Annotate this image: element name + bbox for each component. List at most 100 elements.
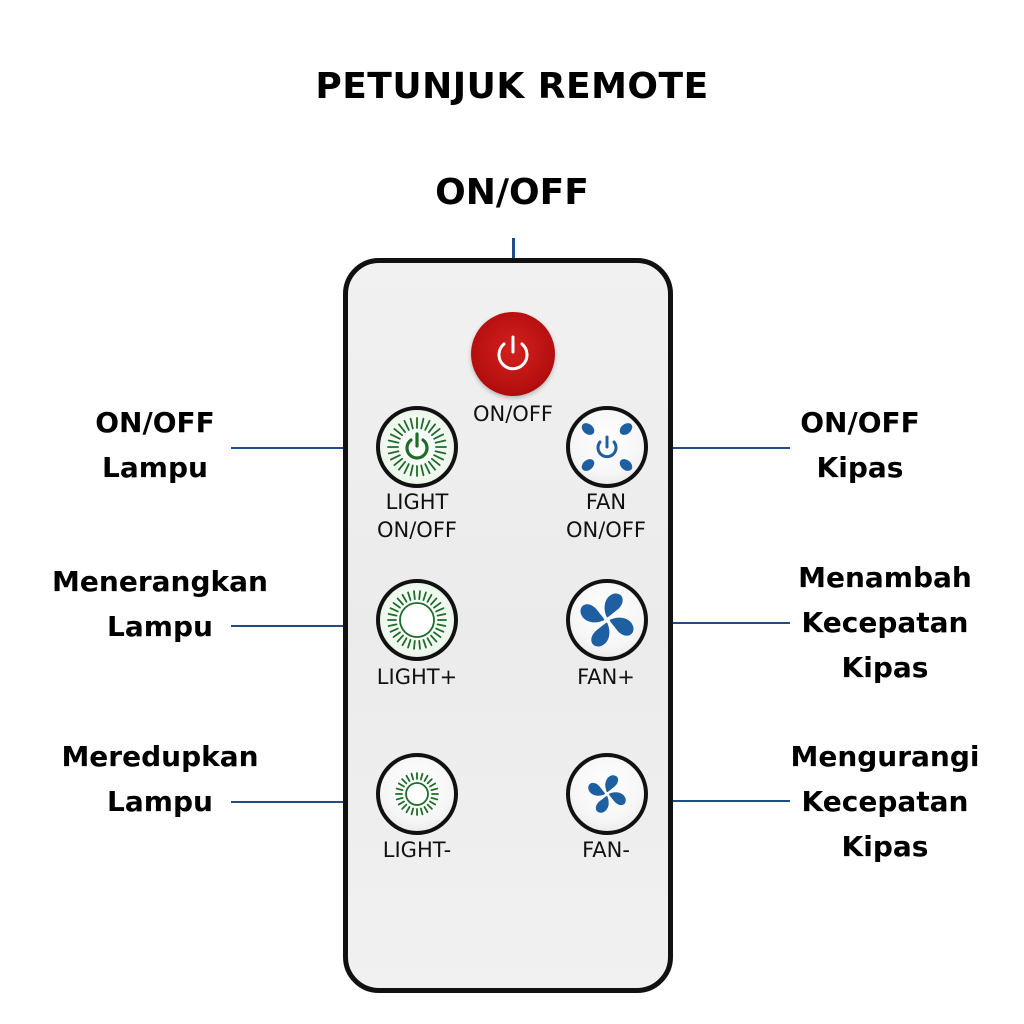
sun-ray — [405, 774, 411, 782]
sun-ray — [433, 602, 442, 609]
fan-blade — [609, 617, 634, 636]
sun-ray — [387, 439, 400, 444]
callout-line: ON/OFF — [800, 406, 920, 439]
light-onoff-leader-line — [231, 447, 361, 449]
sun-ray — [426, 803, 433, 810]
callout-line: Kipas — [841, 651, 929, 684]
sun-ray — [413, 639, 416, 650]
sun-ray — [418, 639, 421, 650]
callout-light-minus: Meredupkan Lampu — [40, 734, 280, 824]
sun-ray — [387, 613, 398, 617]
sun-small-icon — [395, 772, 439, 816]
callout-line: Kecepatan — [801, 606, 969, 639]
sun-ray — [405, 806, 411, 814]
sun-ray — [422, 591, 427, 601]
sun-ray — [409, 464, 414, 477]
sun-ray — [413, 590, 416, 601]
sun-ray — [424, 419, 431, 431]
fan-onoff-button[interactable] — [566, 406, 648, 488]
sun-large-icon — [387, 590, 447, 650]
sun-ray — [392, 631, 401, 638]
sun-ray — [401, 593, 408, 603]
light-power-icon — [387, 417, 447, 477]
sun-ray — [398, 423, 407, 434]
light-minus-button[interactable] — [376, 753, 458, 835]
sun-ray — [397, 782, 405, 788]
fan-blade — [604, 593, 623, 618]
callout-light-plus: Menerangkan Lampu — [40, 559, 280, 649]
fan-blade — [608, 792, 626, 806]
callout-line: Menerangkan — [52, 565, 268, 598]
fan-blade — [591, 622, 610, 647]
light-onoff-label: LIGHT ON/OFF — [357, 488, 477, 544]
callout-fan-minus: Mengurangi Kecepatan Kipas — [770, 734, 1000, 869]
sun-ray — [433, 433, 445, 440]
light-onoff-button[interactable] — [376, 406, 458, 488]
sun-ray — [419, 807, 424, 816]
sun-ray — [426, 593, 433, 603]
fan-blade — [588, 782, 606, 796]
sun-ray — [420, 417, 425, 430]
sun-ray — [387, 623, 398, 627]
fan-plus-button[interactable] — [566, 579, 648, 661]
sun-ray — [420, 464, 425, 477]
sun-ray — [410, 807, 415, 816]
fan-small-icon — [588, 775, 626, 813]
page-title: PETUNJUK REMOTE — [315, 66, 709, 107]
sun-ray — [392, 602, 401, 609]
sun-ray — [397, 800, 405, 806]
sun-ray — [403, 463, 410, 475]
fan-onoff-label: FAN ON/OFF — [546, 488, 666, 544]
sun-disc — [399, 602, 435, 638]
sun-ray — [434, 450, 447, 455]
sun-ray — [430, 597, 438, 606]
sun-ray — [430, 457, 441, 466]
sun-ray — [401, 803, 408, 810]
fan-plus-label: FAN+ — [577, 665, 635, 689]
sun-ray — [395, 796, 404, 801]
power-arc — [405, 438, 429, 460]
light-plus-leader-line — [231, 625, 361, 627]
sun-ray — [426, 637, 433, 647]
light-onoff-label-line2: ON/OFF — [376, 518, 457, 542]
callout-line: ON/OFF — [95, 406, 215, 439]
sun-ray — [398, 460, 407, 471]
sun-ray — [426, 778, 433, 785]
sun-ray — [423, 774, 429, 782]
fan-onoff-label-line1: FAN — [585, 490, 627, 514]
sun-ray — [393, 457, 404, 466]
sun-ray — [430, 787, 439, 792]
sun-ray — [407, 591, 412, 601]
fan-plus-leader-line — [660, 622, 790, 624]
sun-ray — [418, 590, 421, 601]
callout-line: Kipas — [816, 451, 904, 484]
fan-onoff-leader-line — [660, 447, 790, 449]
sun-ray — [403, 419, 410, 431]
fan-blade — [580, 604, 605, 623]
callout-line: Kipas — [841, 830, 929, 863]
sun-ray — [387, 450, 400, 455]
callout-line: Lampu — [102, 451, 208, 484]
sun-ray — [401, 637, 408, 647]
callout-line: Lampu — [107, 610, 213, 643]
fan-onoff-label-line2: ON/OFF — [565, 518, 646, 542]
sun-ray — [429, 782, 437, 788]
callout-fan-onoff: ON/OFF Kipas — [750, 400, 970, 490]
sun-disc — [405, 782, 429, 806]
power-callout-label: ON/OFF — [435, 172, 589, 213]
fan-large-icon — [580, 593, 634, 647]
light-plus-button[interactable] — [376, 579, 458, 661]
sun-ray — [407, 639, 412, 649]
fan-blade — [595, 795, 609, 813]
sun-ray — [435, 607, 445, 613]
sun-ray — [427, 460, 436, 471]
sun-ray — [430, 796, 439, 801]
fan-hub — [605, 792, 609, 796]
power-button[interactable] — [471, 312, 555, 396]
sun-ray — [433, 631, 442, 638]
fan-minus-button[interactable] — [566, 753, 648, 835]
light-onoff-label-line1: LIGHT — [385, 490, 449, 514]
sun-ray — [395, 787, 404, 792]
sun-ray — [424, 463, 431, 475]
light-plus-label: LIGHT+ — [376, 665, 458, 689]
